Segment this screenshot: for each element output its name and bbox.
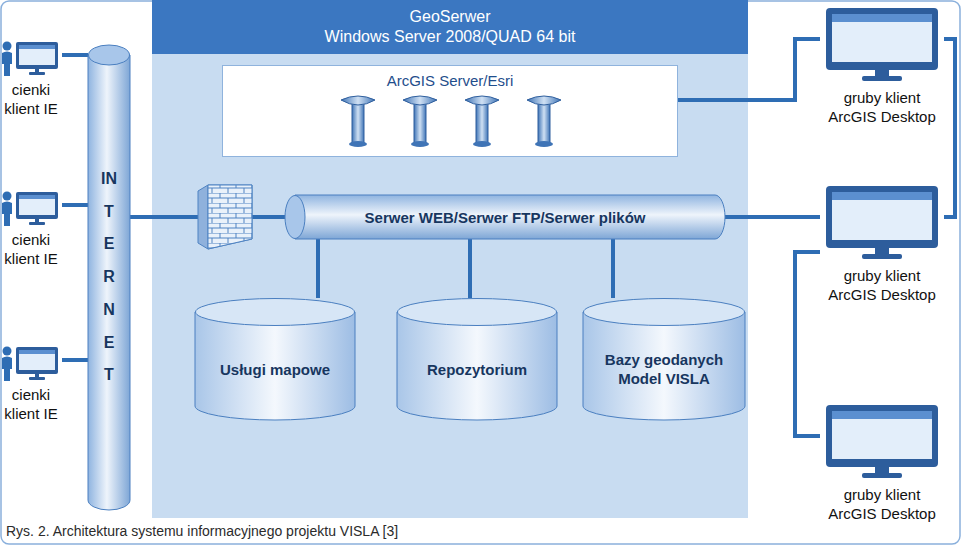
- thin-client: cienki klient IE: [0, 345, 62, 423]
- thick-client: gruby klient ArcGIS Desktop: [820, 405, 944, 523]
- database-label: Usługi mapowe: [220, 360, 330, 379]
- connector-line: [62, 358, 88, 362]
- connector-line: [795, 252, 820, 436]
- connector-line: [316, 239, 320, 298]
- connector-line: [62, 203, 88, 207]
- server-pipe: Serwer WEB/Serwer FTP/Serwer plików: [285, 195, 725, 239]
- server-panel: GeoSerwerWindows Server 2008/QUAD 64 bit…: [152, 0, 748, 518]
- thick-client: gruby klient ArcGIS Desktop: [820, 8, 944, 126]
- connector-line: [944, 39, 955, 217]
- firewall-icon: [196, 183, 254, 251]
- monitor-icon: [820, 8, 944, 82]
- client-label: gruby klient ArcGIS Desktop: [820, 485, 944, 523]
- client-label: cienki klient IE: [0, 230, 62, 268]
- database-cylinder: Repozytorium: [397, 298, 557, 420]
- client-label: gruby klient ArcGIS Desktop: [820, 88, 944, 126]
- thin-client: cienki klient IE: [0, 190, 62, 268]
- monitor-icon: [820, 405, 944, 479]
- connector-line: [468, 239, 472, 298]
- client-label: cienki klient IE: [0, 385, 62, 423]
- internet-label: INTERNET: [101, 163, 117, 393]
- client-label: gruby klient ArcGIS Desktop: [820, 266, 944, 304]
- server-box: ArcGIS Server/Esri: [222, 65, 678, 157]
- thin-client: cienki klient IE: [0, 40, 62, 118]
- internet-pipe: INTERNET: [88, 45, 130, 510]
- monitor-icon: [820, 186, 944, 260]
- client-icon: [0, 40, 62, 76]
- panel-title: GeoSerwer: [152, 7, 748, 27]
- connector-line: [725, 215, 820, 219]
- database-label: Repozytorium: [427, 360, 527, 379]
- client-icon: [0, 190, 62, 226]
- connector-line: [611, 239, 615, 298]
- thick-client: gruby klient ArcGIS Desktop: [820, 186, 944, 304]
- database-cylinder: Bazy geodanych Model VISLA: [583, 298, 745, 420]
- panel-body: [152, 0, 748, 518]
- database-cylinder: Usługi mapowe: [195, 298, 355, 420]
- pipe-label: Serwer WEB/Serwer FTP/Serwer plików: [365, 209, 646, 226]
- cylinder-shape: [397, 298, 557, 420]
- connector-line: [62, 53, 88, 57]
- client-icon: [0, 345, 62, 381]
- server-title: ArcGIS Server/Esri: [223, 72, 677, 90]
- client-label: cienki klient IE: [0, 80, 62, 118]
- database-label: Bazy geodanych Model VISLA: [591, 350, 737, 388]
- cylinder-shape: [195, 298, 355, 420]
- header-band: GeoSerwerWindows Server 2008/QUAD 64 bit: [152, 0, 748, 54]
- figure-caption: Rys. 2. Architektura systemu informacyjn…: [6, 523, 398, 540]
- panel-title: Windows Server 2008/QUAD 64 bit: [152, 27, 748, 47]
